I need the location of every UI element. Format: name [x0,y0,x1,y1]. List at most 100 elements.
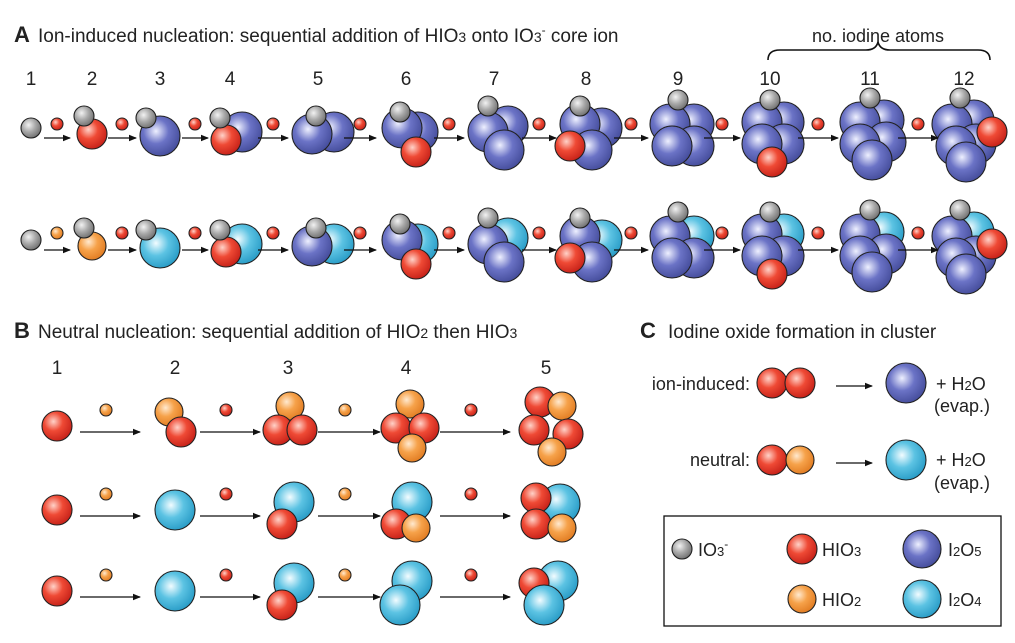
panel-a-row-2 [20,199,1008,295]
panel-b-rows [41,386,584,626]
molecule-hio3-icon [784,367,816,399]
molecule-i2o5-icon [885,362,927,404]
molecule-io3-icon [859,199,881,221]
brace-icon [767,41,991,61]
monomer-hio3-icon [115,117,129,131]
molecule-hio3-icon [756,146,788,178]
legend-hio3-icon [786,533,818,565]
molecule-hio3-icon [756,444,788,476]
molecule-hio3-icon [554,242,586,274]
monomer-hio3-icon [219,487,233,501]
brace-label: no. iodine atoms [812,26,944,46]
molecule-hio2-icon [785,445,815,475]
panel-b-letter: B [14,318,30,343]
monomer-hio3-icon [911,117,925,131]
monomer-hio3-icon [624,226,638,240]
panel-c-letter: C [640,318,656,343]
monomer-hio3-icon [911,226,925,240]
molecule-io3-icon [20,117,42,139]
molecule-io3-icon [759,201,781,223]
molecule-io3-icon [209,107,231,129]
monomer-hio2-icon [338,568,352,582]
molecule-io3-icon [477,207,499,229]
c-h2o-1: + H2O [936,374,986,394]
c-neutral-label: neutral: [690,450,750,470]
molecule-io3-icon [859,87,881,109]
monomer-hio3-icon [532,226,546,240]
legend-i2o5-label: I2O5 [948,540,982,560]
molecule-hio3-icon [554,130,586,162]
monomer-hio3-icon [266,117,280,131]
legend-spheres [671,529,942,619]
molecule-hio3-icon [976,228,1008,260]
panel-c-rows [756,362,927,481]
molecule-io3-icon [949,199,971,221]
molecule-io3-icon [949,87,971,109]
monomer-hio2-icon [338,403,352,417]
molecule-i2o5-icon [851,251,893,293]
c-ion-induced-label: ion-induced: [652,374,750,394]
molecule-hio3-icon [518,414,550,446]
cluster-number-b-1: 1 [52,358,63,379]
cluster-number-1: 1 [26,69,37,90]
cluster-number-7: 7 [489,69,500,90]
molecule-hio3-icon [210,236,242,268]
molecule-io3-icon [305,217,327,239]
molecule-hio3-icon [41,575,73,607]
cluster-number-b-5: 5 [541,358,552,379]
monomer-hio3-icon [442,226,456,240]
monomer-hio2-icon [99,487,113,501]
cluster-number-4: 4 [225,69,236,90]
monomer-hio3-icon [532,117,546,131]
molecule-hio2-icon [397,433,427,463]
molecule-io3-icon [389,101,411,123]
legend-hio2-icon [787,584,817,614]
molecule-i2o5-icon [945,141,987,183]
cluster-number-11: 11 [860,69,880,90]
monomer-hio2-icon [338,487,352,501]
cluster-number-5: 5 [313,69,324,90]
molecule-io3-icon [667,201,689,223]
molecule-io3-icon [477,95,499,117]
molecule-io3-icon [389,213,411,235]
monomer-hio3-icon [219,403,233,417]
molecule-i2o5-icon [651,237,693,279]
monomer-hio3-icon [442,117,456,131]
legend-i2o4-label: I2O4 [948,590,982,610]
monomer-hio2-icon [99,568,113,582]
molecule-hio3-icon [165,416,197,448]
monomer-hio2-icon [99,403,113,417]
cluster-number-b-2: 2 [170,358,181,379]
molecule-i2o4-icon [154,570,196,612]
molecule-hio3-icon [41,410,73,442]
molecule-io3-icon [759,89,781,111]
cluster-number-10: 10 [759,69,780,90]
molecule-i2o5-icon [483,241,525,283]
monomer-hio3-icon [266,226,280,240]
molecule-hio3-icon [266,589,298,621]
molecule-hio2-icon [537,437,567,467]
cluster-number-6: 6 [401,69,412,90]
monomer-hio3-icon [715,226,729,240]
molecule-io3-icon [569,207,591,229]
molecule-hio3-icon [520,508,552,540]
molecule-io3-icon [73,217,95,239]
molecule-io3-icon [569,95,591,117]
molecule-io3-icon [135,219,157,241]
cluster-number-9: 9 [673,69,684,90]
cluster-number-b-3: 3 [283,358,294,379]
molecule-hio2-icon [395,389,425,419]
monomer-hio3-icon [715,117,729,131]
molecule-hio3-icon [400,248,432,280]
molecule-i2o5-icon [851,139,893,181]
monomer-hio3-icon [188,226,202,240]
c-evap-1: (evap.) [934,396,990,416]
molecule-i2o5-icon [945,253,987,295]
c-h2o-2: + H2O [936,450,986,470]
molecule-hio3-icon [756,367,788,399]
molecule-hio3-icon [400,136,432,168]
molecule-i2o4-icon [154,489,196,531]
cluster-number-12: 12 [953,69,974,90]
